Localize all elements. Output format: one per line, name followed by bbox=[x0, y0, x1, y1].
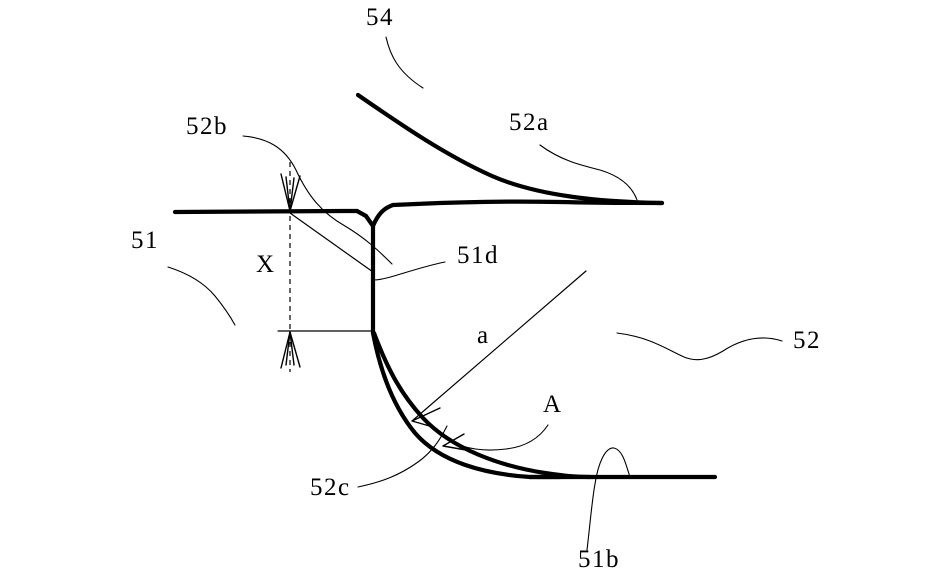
ref-label-51d: 51d bbox=[457, 242, 499, 269]
leader-line-54 bbox=[385, 36, 424, 89]
upper-flange-surface-line bbox=[172, 208, 360, 215]
outer-fillet-curve bbox=[370, 330, 563, 480]
angle-reference-line-a bbox=[411, 270, 587, 422]
flange-to-notch-shoulder bbox=[354, 208, 376, 229]
leader-line-52b bbox=[242, 135, 393, 265]
leader-line-51 bbox=[167, 266, 236, 326]
ref-label-52: 52 bbox=[793, 327, 821, 354]
notch-right-shoulder bbox=[370, 201, 419, 229]
upper-curved-wall-52a bbox=[355, 92, 665, 206]
ref-label-51b: 51b bbox=[578, 546, 620, 573]
detail-label-A: A bbox=[543, 391, 563, 418]
ref-label-52a: 52a bbox=[509, 109, 550, 136]
ref-label-54: 54 bbox=[366, 4, 394, 31]
dimension-label-x: X bbox=[256, 251, 276, 278]
leader-line-52a bbox=[539, 144, 638, 201]
chamfer-construction-line bbox=[289, 212, 374, 273]
ref-label-52c: 52c bbox=[310, 474, 351, 501]
leader-line-52 bbox=[616, 332, 783, 361]
dimension-arrow-lower-inner bbox=[285, 331, 295, 366]
leader-line-A bbox=[461, 424, 549, 451]
angle-line-arrowhead bbox=[411, 407, 441, 428]
ref-label-52b: 52b bbox=[186, 113, 228, 140]
leader-line-51b bbox=[586, 447, 631, 551]
leader-line-51d bbox=[372, 261, 446, 281]
angle-label-a: a bbox=[477, 322, 488, 349]
leader-line-52c bbox=[357, 425, 448, 488]
dimension-arrow-upper-inner bbox=[285, 176, 295, 212]
ref-label-51: 51 bbox=[131, 227, 159, 254]
detail-A-arrowhead bbox=[442, 433, 467, 451]
